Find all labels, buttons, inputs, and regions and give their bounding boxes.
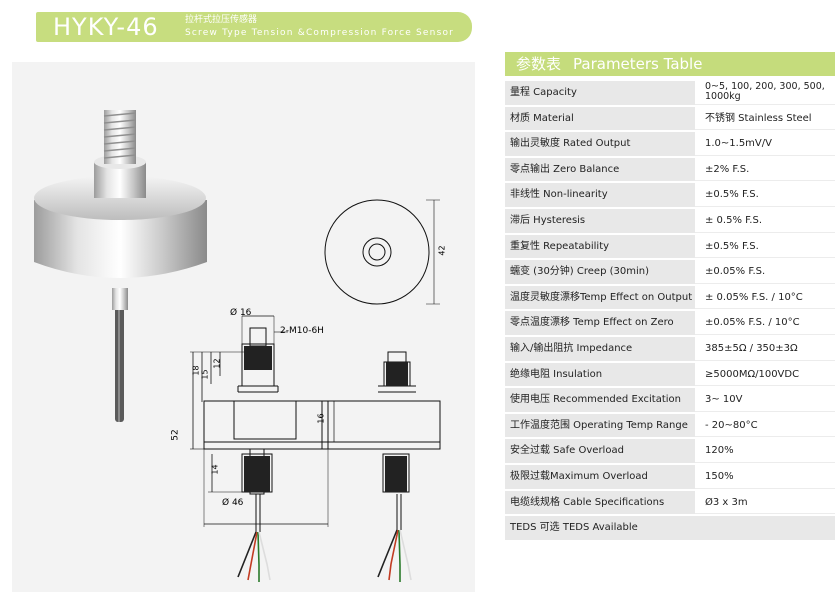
dim-14: 14 bbox=[210, 464, 220, 475]
top-view-drawing bbox=[324, 199, 440, 305]
header-badge bbox=[36, 12, 472, 42]
product-title-en: Screw Type Tension &Compression Force Se… bbox=[185, 28, 455, 38]
dim-42: 42 bbox=[437, 245, 447, 256]
row-label: 使用电压 Recommended Excitation bbox=[505, 388, 695, 412]
row-value: ± 0.05% F.S. / 10°C bbox=[695, 285, 835, 310]
dim-16: 16 bbox=[316, 413, 326, 424]
side-view-drawing bbox=[190, 315, 329, 532]
table-row: 重复性 Repeatability±0.5% F.S. bbox=[505, 234, 835, 259]
product-title-cn: 拉杆式拉压传感器 bbox=[185, 15, 258, 25]
row-value: ± 0.5% F.S. bbox=[695, 208, 835, 233]
teds-note: TEDS 可选 TEDS Available bbox=[505, 516, 835, 540]
row-label: 输出灵敏度 Rated Output bbox=[505, 132, 695, 156]
row-label: 重复性 Repeatability bbox=[505, 234, 695, 259]
row-value: 0~5, 100, 200, 300, 500, 1000kg bbox=[695, 81, 835, 105]
parameters-table-title: 参数表 Parameters Table bbox=[516, 53, 702, 75]
table-row: 零点输出 Zero Balance±2% F.S. bbox=[505, 157, 835, 182]
row-value: 385±5Ω / 350±3Ω bbox=[695, 336, 835, 361]
parameters-table-header bbox=[505, 52, 835, 76]
row-value: 不锈钢 Stainless Steel bbox=[695, 106, 835, 131]
row-value: ±0.05% F.S. / 10°C bbox=[695, 311, 835, 335]
dim-diameter-46: Ø 46 bbox=[222, 498, 244, 508]
table-title-cn: 参数表 bbox=[516, 55, 562, 73]
row-label: 工作温度范围 Operating Temp Range bbox=[505, 413, 695, 438]
row-label: 材质 Material bbox=[505, 106, 695, 131]
row-value: 120% bbox=[695, 439, 835, 463]
table-row: 滞后 Hysteresis± 0.5% F.S. bbox=[505, 208, 835, 233]
row-label: 零点温度漂移 Temp Effect on Zero bbox=[505, 311, 695, 335]
row-label: 零点输出 Zero Balance bbox=[505, 157, 695, 182]
dim-52: 52 bbox=[170, 429, 181, 441]
cable-wires-right bbox=[377, 529, 412, 582]
row-value: - 20~80°C bbox=[695, 413, 835, 438]
row-label: 蠕变 (30分钟) Creep (30min) bbox=[505, 260, 695, 284]
table-row: 工作温度范围 Operating Temp Range- 20~80°C bbox=[505, 413, 835, 438]
product-illustration bbox=[34, 110, 441, 582]
table-footer-row: TEDS 可选 TEDS Available bbox=[505, 516, 835, 540]
row-value: 1.0~1.5mV/V bbox=[695, 132, 835, 156]
row-value: 3~ 10V bbox=[695, 388, 835, 412]
row-label: 滞后 Hysteresis bbox=[505, 208, 695, 233]
row-value: ±2% F.S. bbox=[695, 157, 835, 182]
dim-18: 18 bbox=[191, 365, 201, 376]
row-label: 输入/输出阻抗 Impedance bbox=[505, 336, 695, 361]
row-label: 温度灵敏度漂移Temp Effect on Output bbox=[505, 285, 695, 310]
dim-15: 15 bbox=[200, 369, 210, 380]
row-value: 150% bbox=[695, 464, 835, 489]
model-name: HYKY-46 bbox=[53, 13, 159, 41]
table-row: 零点温度漂移 Temp Effect on Zero±0.05% F.S. / … bbox=[505, 311, 835, 335]
row-label: 安全过载 Safe Overload bbox=[505, 439, 695, 463]
row-value: ±0.5% F.S. bbox=[695, 183, 835, 207]
table-row: 绝缘电阻 Insulation≥5000MΩ/100VDC bbox=[505, 362, 835, 387]
product-image-panel: Ø 16 2-M10-6H 18 15 12 52 14 Ø 46 16 42 bbox=[12, 62, 475, 592]
row-value: Ø3 x 3m bbox=[695, 490, 835, 515]
row-label: 非线性 Non-linearity bbox=[505, 183, 695, 207]
table-row: 蠕变 (30分钟) Creep (30min)±0.05% F.S. bbox=[505, 260, 835, 284]
cable-wires-left bbox=[237, 531, 271, 582]
dim-thread-spec: 2-M10-6H bbox=[280, 326, 324, 336]
row-label: 绝缘电阻 Insulation bbox=[505, 362, 695, 387]
table-row: 温度灵敏度漂移Temp Effect on Output± 0.05% F.S.… bbox=[505, 285, 835, 310]
dim-diameter-16: Ø 16 bbox=[230, 308, 252, 318]
row-label: 电缆线规格 Cable Specifications bbox=[505, 490, 695, 515]
row-value: ≥5000MΩ/100VDC bbox=[695, 362, 835, 387]
table-title-en: Parameters Table bbox=[573, 55, 703, 73]
dim-12: 12 bbox=[212, 358, 222, 369]
row-label: 极限过载Maximum Overload bbox=[505, 464, 695, 489]
front-view-drawing bbox=[321, 351, 441, 530]
side-view-threads bbox=[244, 346, 272, 492]
row-value: ±0.05% F.S. bbox=[695, 260, 835, 284]
table-row: 非线性 Non-linearity±0.5% F.S. bbox=[505, 183, 835, 207]
front-view-threads bbox=[385, 362, 408, 492]
row-value: ±0.5% F.S. bbox=[695, 234, 835, 259]
sensor-photo bbox=[34, 110, 207, 422]
row-label: 量程 Capacity bbox=[505, 81, 695, 105]
